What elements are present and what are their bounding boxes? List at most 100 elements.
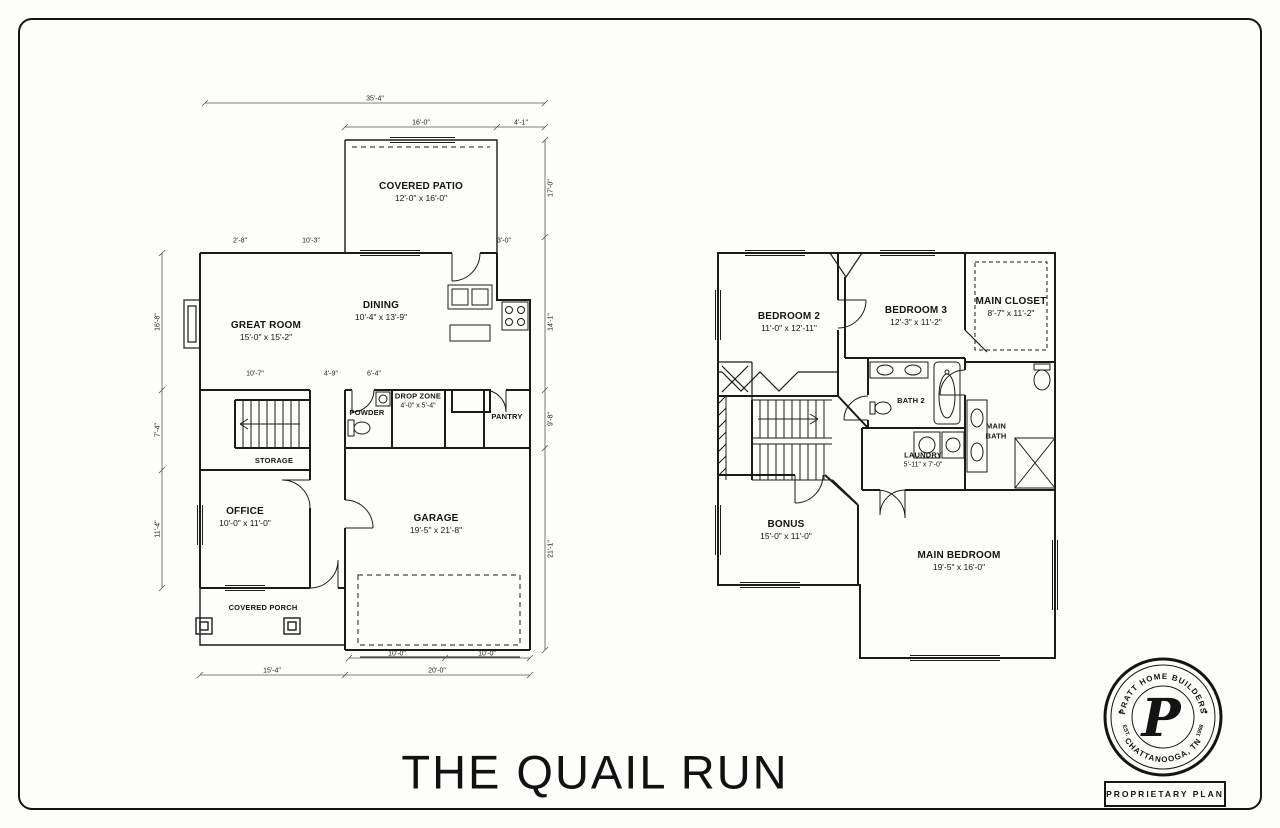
- room-name: BATH 2: [897, 396, 925, 406]
- builder-logo-seal: PRATT HOME BUILDERS CHATTANOOGA, TN EST.…: [1103, 657, 1223, 777]
- toilet: [347, 419, 371, 437]
- powder-sink: [375, 391, 391, 407]
- dimension-label: 10'-7": [246, 370, 264, 378]
- shower: [1014, 437, 1056, 489]
- dimension-label: 20'-0": [428, 667, 446, 675]
- room-dims: 15'-0" x 11'-0": [760, 530, 812, 541]
- dimension-label: 35'-4": [366, 95, 384, 103]
- room-dims: 4'-0" x 5'-4": [400, 402, 436, 410]
- room-name: MAIN BEDROOM: [917, 549, 1001, 561]
- dimension-label: 10'-0": [478, 650, 496, 658]
- dimension-label: 10'-3": [302, 237, 320, 245]
- dimension-label: 7'-4": [154, 423, 162, 437]
- room-name: MAIN CLOSET: [975, 295, 1047, 307]
- room-name: BEDROOM 2: [757, 310, 821, 322]
- logo-separator-dot: [1118, 710, 1122, 714]
- room-label-covered-porch: COVERED PORCH: [229, 603, 298, 613]
- room-label-pantry: PANTRY: [491, 412, 522, 422]
- second-floor-windows: [715, 250, 1058, 661]
- bifold-closet-doors: [718, 252, 988, 400]
- proprietary-plan-badge: PROPRIETARY PLAN: [1104, 781, 1226, 807]
- dimension-label: 6'-4": [367, 370, 381, 378]
- room-name: COVERED PORCH: [228, 603, 298, 613]
- first-floor-plan: [158, 99, 549, 679]
- dimension-label: 21'-1": [547, 540, 555, 558]
- garage-dashed-lines: [352, 146, 521, 646]
- first-floor-windows: [197, 137, 455, 591]
- dimension-label: 16'-8": [154, 313, 162, 331]
- room-label-garage: GARAGE 19'-5" x 21'-8": [410, 512, 462, 536]
- room-name: COVERED PATIO: [379, 180, 463, 192]
- room-label-laundry: LAUNDRY 5'-11" x 7'-0": [904, 451, 943, 470]
- second-floor-doors: [794, 299, 966, 519]
- dimension-label: 4'-9": [324, 370, 338, 378]
- plan-title: THE QUAIL RUN: [401, 745, 789, 799]
- room-label-bonus: BONUS 15'-0" x 11'-0": [760, 518, 812, 542]
- room-name: GARAGE: [413, 512, 459, 524]
- dimension-label: 15'-4": [263, 667, 281, 675]
- cooktop: [501, 301, 529, 331]
- room-name: DINING: [362, 299, 400, 311]
- washer-dryer: [913, 431, 965, 459]
- room-label-covered-patio: COVERED PATIO 12'-0" x 16'-0": [379, 180, 463, 204]
- room-dims: 15'-0" x 15'-2": [239, 331, 293, 342]
- room-label-bath-2: BATH 2: [897, 396, 925, 406]
- dimension-lines: [158, 99, 549, 679]
- room-label-drop-zone: DROP ZONE 4'-0" x 5'-4": [395, 392, 441, 411]
- kitchen-sink: [447, 284, 493, 310]
- kitchen-island: [449, 324, 491, 342]
- dimension-label: 16'-0": [412, 119, 430, 127]
- second-floor-walls: [717, 252, 1056, 659]
- room-dims: 5'-11" x 7'-0": [903, 461, 943, 469]
- room-name: POWDER: [349, 408, 385, 418]
- room-label-main-bath: MAIN BATH: [975, 421, 1017, 441]
- room-dims: 10'-0" x 11'-0": [219, 517, 271, 528]
- room-label-great-room: GREAT ROOM 15'-0" x 15'-2": [231, 319, 301, 343]
- covered-patio-outline: [199, 139, 498, 646]
- stairs: [239, 400, 300, 448]
- room-name: DROP ZONE: [394, 391, 442, 401]
- logo-monogram: P: [1139, 688, 1182, 749]
- fireplace: [183, 299, 201, 349]
- room-name: PANTRY: [491, 412, 523, 422]
- room-dims: 12'-0" x 16'-0": [394, 192, 448, 203]
- main-bath-vanity: [966, 399, 988, 473]
- logo-year-label: 1998: [1196, 724, 1206, 738]
- room-label-main-bedroom: MAIN BEDROOM 19'-5" x 16'-0": [918, 549, 1001, 573]
- room-dims: 10'-4" x 13'-9": [354, 311, 408, 322]
- bath2-toilet: [869, 401, 892, 415]
- room-name: OFFICE: [226, 505, 264, 517]
- first-floor-doors: [281, 252, 507, 589]
- room-label-dining: DINING 10'-4" x 13'-9": [355, 299, 407, 323]
- logo-separator-dot: [1204, 710, 1208, 714]
- room-dims: 12'-3" x 11'-2": [890, 316, 942, 327]
- room-label-powder: POWDER: [350, 408, 385, 418]
- room-label-office: OFFICE 10'-0" x 11'-0": [219, 505, 271, 529]
- dimension-label: 14'-1": [547, 313, 555, 331]
- dimension-label: 11'-4": [154, 520, 162, 538]
- closet-shelving-dashed: [974, 261, 1048, 351]
- room-name: BEDROOM 3: [884, 304, 948, 316]
- room-dims: 19'-5" x 16'-0": [932, 561, 986, 572]
- logo-outer-ring: [1103, 657, 1223, 777]
- room-dims: 11'-0" x 12'-11": [761, 322, 817, 333]
- room-name: MAIN BATH: [985, 421, 1007, 440]
- room-name: LAUNDRY: [904, 450, 942, 460]
- sheet-border: [18, 18, 1262, 810]
- stairs-second-floor: [717, 395, 832, 481]
- bathtub: [933, 361, 961, 425]
- proprietary-plan-label: PROPRIETARY PLAN: [1106, 789, 1224, 799]
- dimension-label: 2'-8": [233, 237, 247, 245]
- room-label-bedroom-2: BEDROOM 2 11'-0" x 12'-11": [758, 310, 820, 334]
- dimension-label: 17'-0": [547, 179, 555, 197]
- room-dims: 19'-5" x 21'-8": [409, 524, 463, 535]
- logo-inner-ring: [1131, 685, 1195, 749]
- room-label-bedroom-3: BEDROOM 3 12'-3" x 11'-2": [885, 304, 947, 328]
- room-dims: 8'-7" x 11'-2": [987, 307, 1035, 318]
- logo-middle-ring: [1110, 664, 1216, 770]
- dimension-label: 9'-8": [547, 412, 555, 426]
- room-label-main-closet: MAIN CLOSET 8'-7" x 11'-2": [975, 295, 1046, 319]
- logo-est-label: EST.: [1121, 724, 1131, 737]
